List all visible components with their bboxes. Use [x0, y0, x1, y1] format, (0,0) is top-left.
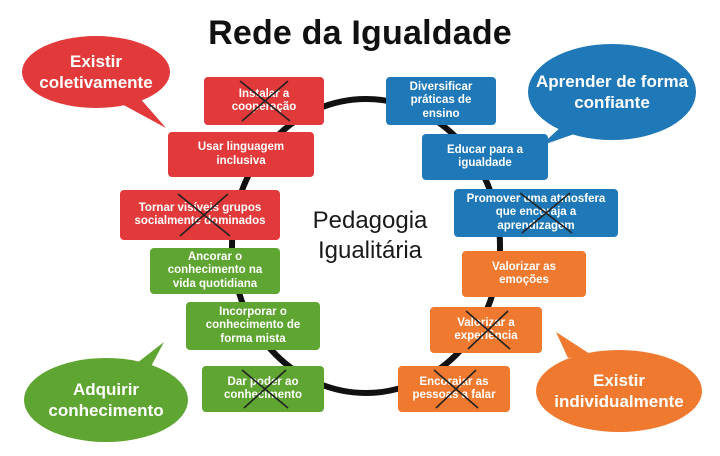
bubble-aprender-confiante: Aprender de forma confiante — [528, 44, 696, 140]
box-instalar-cooperacao: Instalar a cooperação — [204, 77, 324, 125]
box-label: Ancorar o conhecimento na vida quotidian… — [167, 250, 263, 290]
box-valorizar-emocoes: Valorizar as emoções — [462, 251, 586, 297]
bubble-text: Existir coletivamente — [39, 52, 153, 92]
box-label: Encorajar as pessoas a falar — [412, 375, 496, 402]
box-label: Diversificar práticas de ensino — [409, 80, 473, 120]
box-dar-poder: Dar poder ao conhecimento — [202, 366, 324, 412]
box-incorporar: Incorporar o conhecimento de forma mista — [186, 302, 320, 350]
bubble-existir-individualmente: Existir individualmente — [536, 350, 702, 432]
bubble-adquirir-conhecimento: Adquirir conhecimento — [24, 358, 188, 442]
box-encorajar: Encorajar as pessoas a falar — [398, 366, 510, 412]
box-tornar-visiveis: Tornar visíveis grupos socialmente domin… — [120, 190, 280, 240]
box-usar-linguagem: Usar linguagem inclusiva — [168, 132, 314, 177]
bubble-text: Existir individualmente — [554, 371, 684, 411]
box-label: Usar linguagem inclusiva — [197, 141, 285, 167]
box-label: Instalar a cooperação — [231, 87, 297, 114]
diagram-title: Rede da Igualdade — [208, 14, 512, 52]
bubble-existir-coletivamente: Existir coletivamente — [22, 36, 170, 108]
box-promover-atmosfera: Promover uma atmosfera que encoraja a ap… — [454, 189, 618, 237]
box-label: Tornar visíveis grupos socialmente domin… — [134, 201, 266, 228]
box-diversificar: Diversificar práticas de ensino — [386, 77, 496, 125]
box-label: Valorizar a experiência — [454, 316, 518, 343]
box-label: Incorporar o conhecimento de forma mista — [205, 305, 301, 345]
box-label: Valorizar as emoções — [492, 260, 556, 287]
box-label: Promover uma atmosfera que encoraja a ap… — [466, 192, 606, 232]
bubble-text: Adquirir conhecimento — [48, 380, 164, 420]
box-label: Educar para a igualdade — [446, 143, 524, 170]
box-ancorar: Ancorar o conhecimento na vida quotidian… — [150, 248, 280, 294]
box-educar: Educar para a igualdade — [422, 134, 548, 180]
bubble-text: Aprender de forma confiante — [535, 72, 689, 112]
center-label: Pedagogia Igualitária — [312, 207, 428, 264]
box-label: Dar poder ao conhecimento — [224, 375, 302, 402]
box-valorizar-experiencia: Valorizar a experiência — [430, 307, 542, 353]
